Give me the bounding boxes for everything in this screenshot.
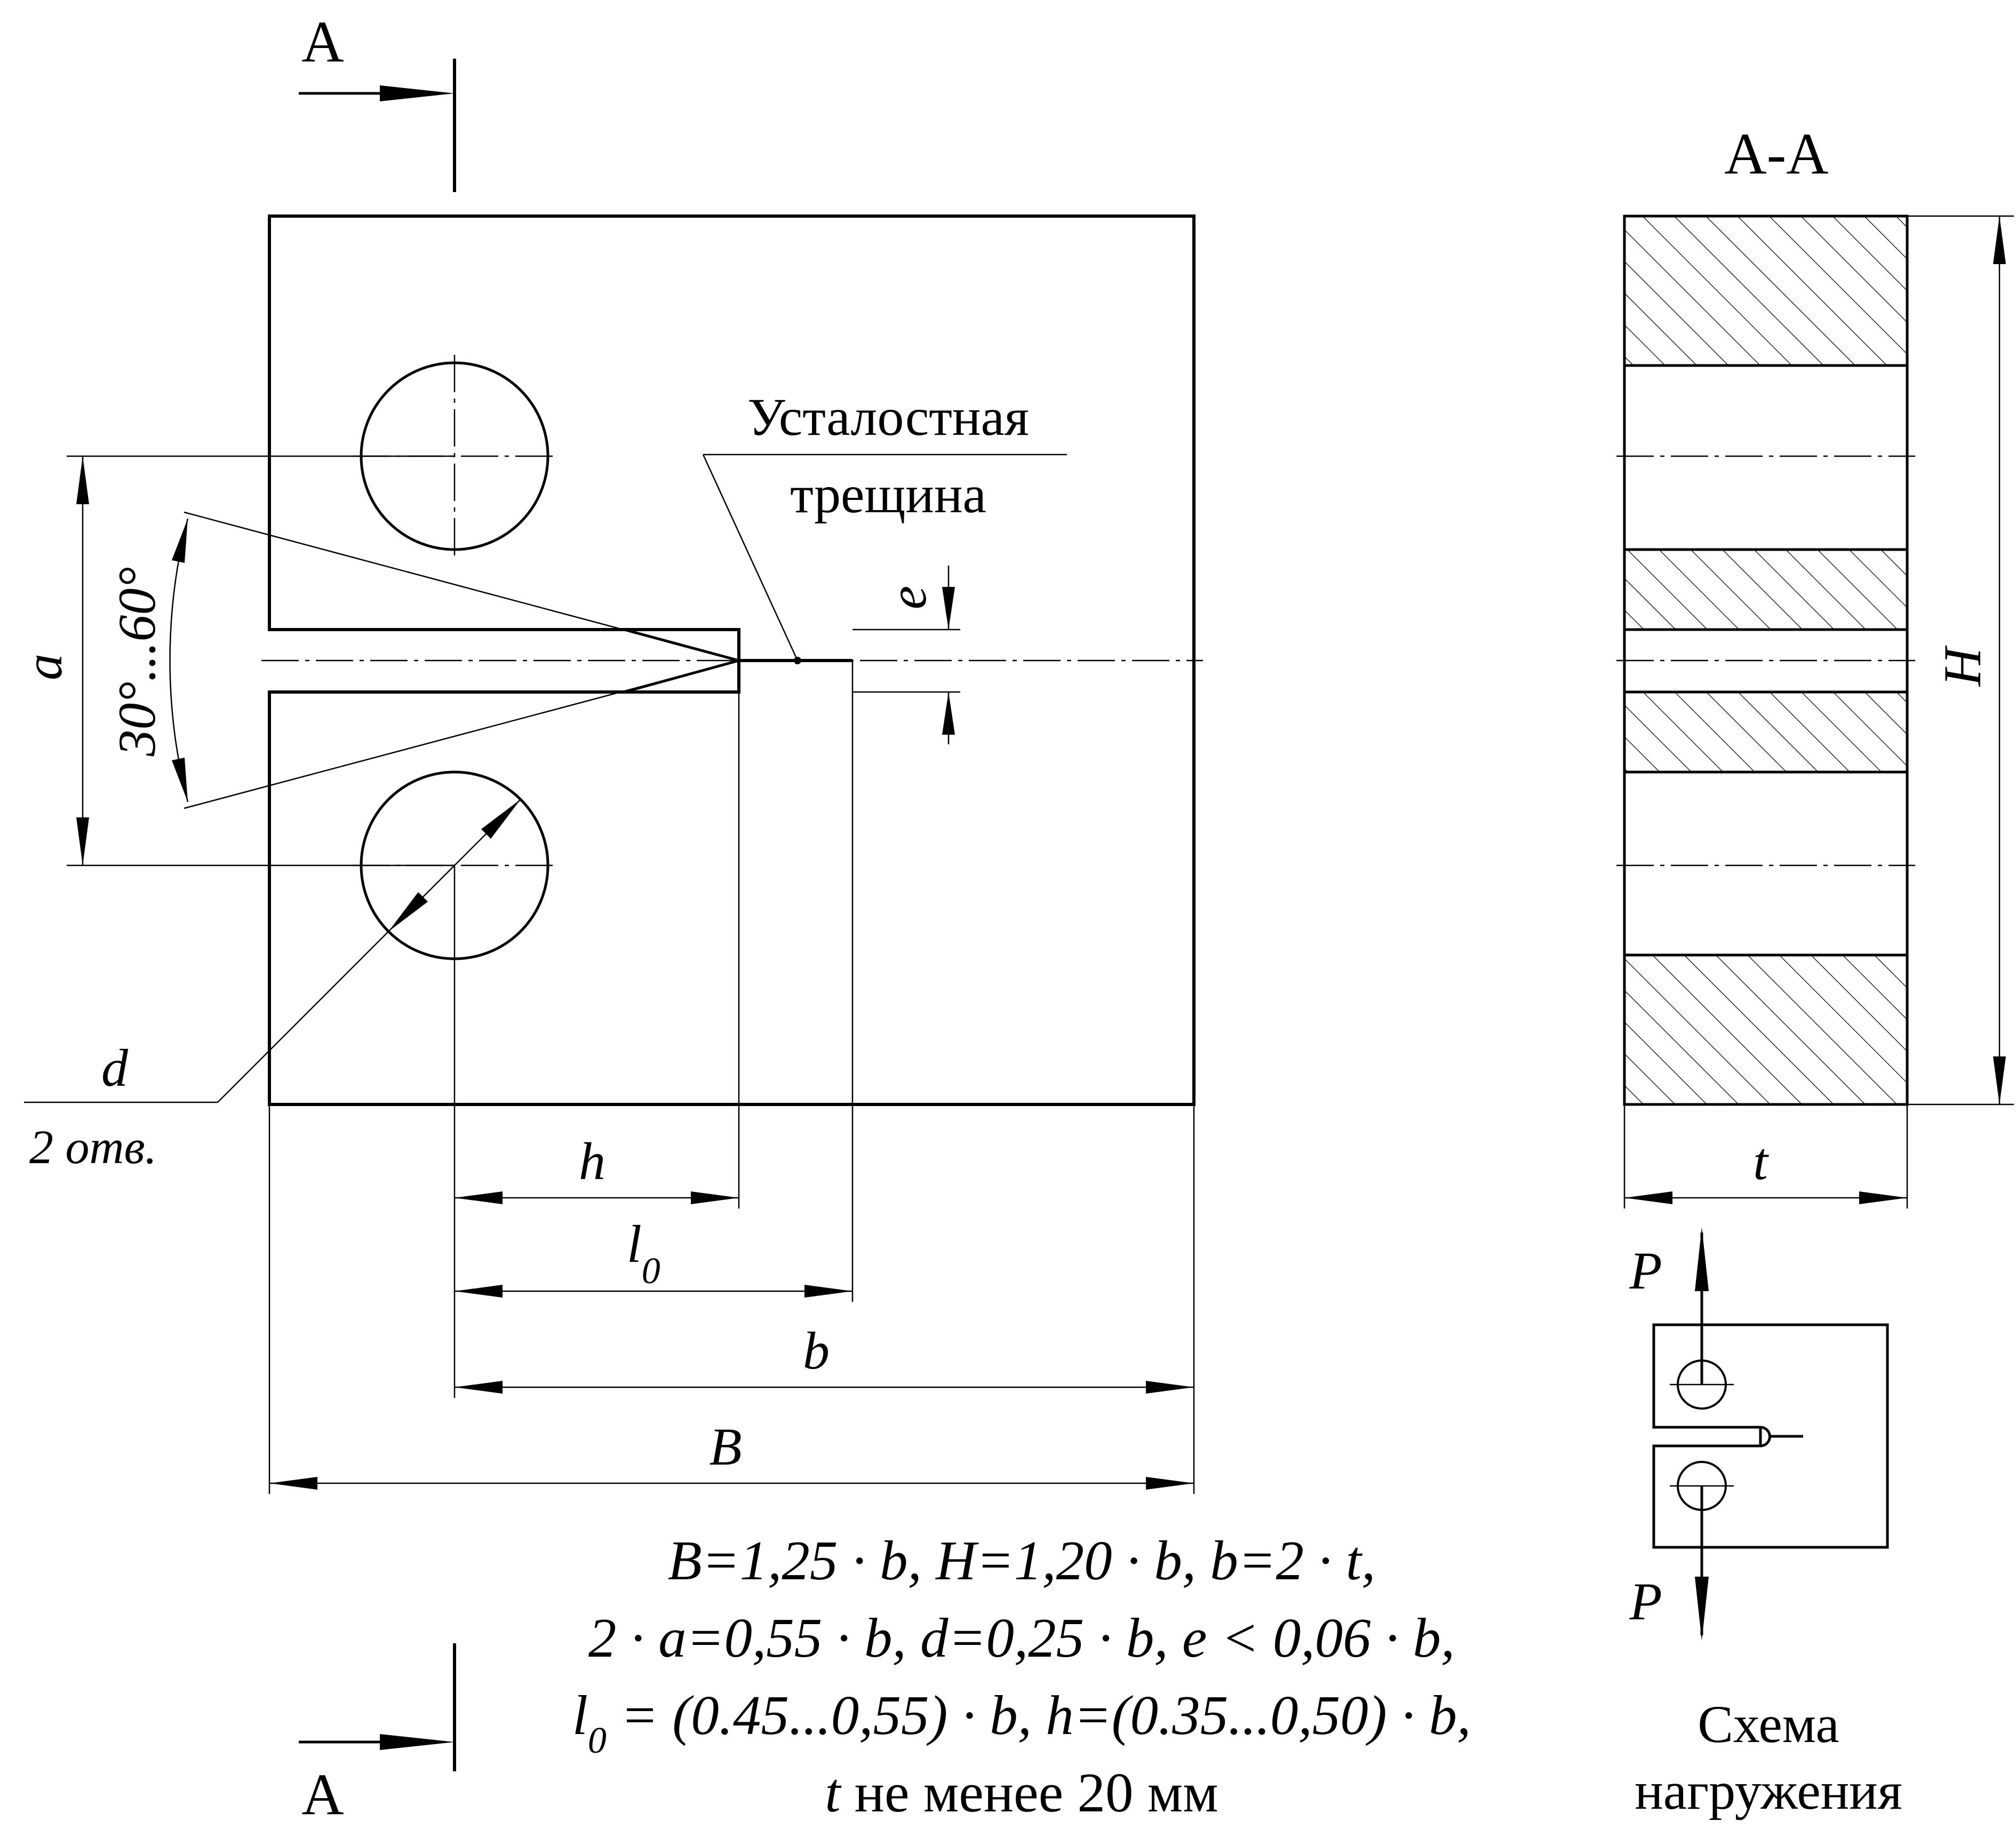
label-angle: 30°...60° xyxy=(107,567,166,757)
dimension-h: h xyxy=(455,1132,739,1204)
load-label-bottom: P xyxy=(1629,1572,1662,1631)
formulas: B=1,25 · b, H=1,20 · b, b=2 · t, 2 · a=0… xyxy=(572,1529,1471,1824)
extension-lines xyxy=(268,661,1195,1494)
specimen-outline xyxy=(268,214,1196,1106)
dimension-angle: 30°...60° xyxy=(107,511,739,809)
label-e: e xyxy=(878,586,937,609)
label-t: t xyxy=(1753,1132,1769,1191)
label-holes: 2 отв. xyxy=(29,1121,157,1174)
dimension-H: H xyxy=(1907,215,2014,1106)
section-view xyxy=(1616,214,1915,1106)
formula-line2: 2 · a=0,55 · b, d=0,25 · b, e < 0,06 · b… xyxy=(588,1607,1455,1669)
dimension-l0: l0 xyxy=(455,1214,852,1298)
label-B: B xyxy=(709,1417,742,1476)
dimension-e: e xyxy=(852,566,960,744)
scheme-caption-line2: нагружения xyxy=(1635,1761,1902,1820)
label-d: d xyxy=(101,1038,129,1098)
section-letter-bottom: A xyxy=(301,1762,344,1827)
dimension-a: a xyxy=(14,455,455,866)
crack-note-line1: Усталостная xyxy=(747,387,1029,447)
formula-line1: B=1,25 · b, H=1,20 · b, b=2 · t, xyxy=(668,1529,1376,1592)
section-title: A-A xyxy=(1724,121,1829,186)
crack-note: Усталостная трещина xyxy=(702,387,1067,661)
label-h: h xyxy=(579,1132,605,1191)
scheme-caption-line1: Схема xyxy=(1698,1695,1839,1754)
label-H: H xyxy=(1933,645,1992,687)
label-l0: l0 xyxy=(627,1214,660,1292)
crack-note-line2: трещина xyxy=(790,465,986,524)
loading-scheme: P P Схема нагружения xyxy=(1629,1227,1902,1820)
dimension-B: B xyxy=(269,1417,1194,1490)
dimension-t: t xyxy=(1623,1104,1908,1208)
formula-line3: l0 = (0.45...0,55) · b, h=(0.35...0,50) … xyxy=(572,1684,1471,1761)
section-mark-bottom: A xyxy=(299,1643,456,1827)
dimension-d: d 2 отв. xyxy=(24,799,521,1174)
section-letter-top: A xyxy=(301,9,344,74)
formula-line4: t не менее 20 мм xyxy=(825,1761,1218,1824)
label-b: b xyxy=(803,1321,830,1380)
dimension-b: b xyxy=(455,1321,1194,1394)
label-a: a xyxy=(14,654,73,680)
section-mark-top: A xyxy=(299,9,456,192)
load-label-top: P xyxy=(1629,1241,1662,1300)
